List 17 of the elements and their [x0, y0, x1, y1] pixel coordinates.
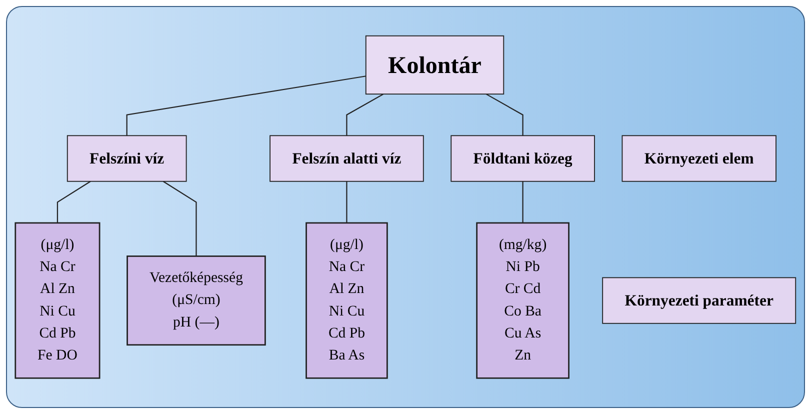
node-box: (μg/l) Na Cr Al Zn Ni Cu Cd Pb Fe DO	[14, 222, 100, 379]
connector	[162, 180, 197, 256]
connector	[56, 180, 91, 223]
node-box: (mg/kg) Ni Pb Cr Cd Co Ba Cu As Zn	[476, 222, 570, 379]
node-box: Vezetőképesség (μS/cm) pH (—)	[126, 256, 266, 346]
connector	[346, 94, 384, 136]
connector	[486, 94, 524, 136]
node-box: Kolontár	[365, 35, 504, 95]
connector	[346, 181, 348, 223]
node-box: Környezeti elem	[622, 135, 776, 182]
node-box: Földtani közeg	[450, 135, 595, 182]
connector	[126, 76, 366, 136]
node-box: (μg/l) Na Cr Al Zn Ni Cu Cd Pb Ba As	[306, 222, 388, 379]
node-box: Felszíni víz	[66, 135, 187, 182]
node-box: Környezeti paraméter	[602, 277, 796, 324]
node-box: Felszín alatti víz	[270, 135, 424, 182]
connector	[522, 181, 524, 223]
